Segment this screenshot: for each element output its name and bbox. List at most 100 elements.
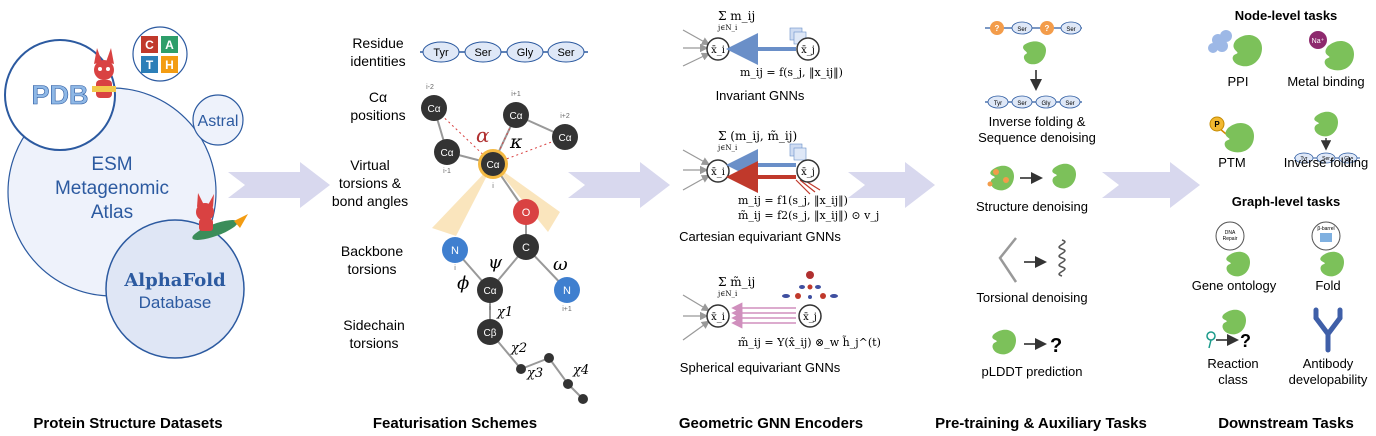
title-pretraining: Pre-training & Auxiliary Tasks (935, 415, 1147, 432)
feat-label-backbone-torsions: torsions (347, 261, 396, 277)
metal-binding-label: Metal binding (1287, 74, 1364, 89)
carbon-atom: C (513, 234, 539, 260)
spherical-sum-sub: j∈N_i (717, 290, 738, 298)
gene-ontology-label: Gene ontology (1192, 278, 1277, 293)
feat-label-virtual: Virtual (350, 157, 389, 173)
title-downstream: Downstream Tasks (1218, 415, 1354, 432)
pdb-mascot-icon (92, 48, 116, 98)
cath-a-box (161, 36, 178, 53)
alphafold-label-2: Database (139, 293, 212, 312)
flow-arrow-1 (228, 162, 330, 208)
invariant-label: Invariant GNNs (716, 88, 805, 103)
svg-text:Tyr: Tyr (994, 101, 1002, 107)
invariant-xi: x̄_i (711, 45, 725, 56)
task-structure-denoising: Structure denoising (976, 199, 1088, 214)
antibody-icon (1313, 307, 1343, 353)
invariant-gnn-panel: Σ m_ij j∈N_i x̄_i x̄_j m_ij = f(s_j, ‖x_… (682, 9, 843, 103)
reaction-class-label-2: class (1218, 372, 1248, 387)
bottom-chain-ser-2 (1059, 95, 1081, 109)
nitrogen-i-atom: N i (442, 237, 468, 272)
task-plddt: pLDDT prediction (982, 364, 1083, 379)
section-titles: Protein Structure Datasets Featurisation… (33, 415, 1353, 432)
astral-circle (192, 94, 244, 146)
svg-text:Ser: Ser (1065, 101, 1074, 107)
cartesian-sum-sub: j∈N_i (717, 144, 738, 152)
task-sequence-denoising: Sequence denoising (978, 130, 1096, 145)
alphafold-circle (105, 219, 245, 359)
chi1-angle: χ1 (496, 305, 513, 320)
chi2-angle: χ2 (510, 341, 527, 356)
svg-text:O: O (522, 207, 531, 219)
svg-text:Repair: Repair (1223, 236, 1238, 242)
ppi-icon (1208, 30, 1262, 67)
svg-text:i: i (454, 265, 456, 272)
svg-text:Ser: Ser (1066, 27, 1075, 33)
pdb-circle (4, 39, 116, 151)
svg-text:Gly: Gly (1042, 101, 1051, 107)
bottom-chain-ser-1 (1011, 95, 1033, 109)
fold-label: Fold (1315, 278, 1340, 293)
flow-arrows (228, 162, 1200, 208)
noisy-protein-blob (990, 165, 1014, 191)
cartesian-gnn-panel: Σ (m_ij, m̃_ij) j∈N_i x̄_i x̄_j m_ij = f… (679, 129, 879, 244)
svg-text:?: ? (995, 24, 1000, 33)
kappa-angle: κ (509, 131, 523, 153)
helix-backbone-icon (1058, 239, 1066, 277)
svg-text:i: i (492, 183, 494, 190)
cath-h-box (161, 56, 178, 73)
spherical-xi: x̄_i (711, 312, 725, 323)
bottom-chain-gly (1035, 95, 1057, 109)
metal-binding-icon: Na⁺ (1309, 31, 1354, 71)
title-featurisation: Featurisation Schemes (373, 415, 537, 432)
svg-text:Tyr: Tyr (1301, 156, 1308, 162)
svg-text:N: N (451, 245, 459, 257)
reaction-question: ? (1240, 331, 1251, 351)
feat-label-positions: positions (350, 107, 405, 123)
feat-label-bond-angles: bond angles (332, 193, 408, 209)
inverse-folding-icon: Tyr Ser Gly (1294, 111, 1360, 164)
omega-angle: ω (553, 254, 568, 275)
flow-arrow-2 (568, 162, 670, 208)
downstream-section: Node-level tasks PPI Na⁺ Metal binding P… (1192, 8, 1369, 387)
svg-text:Ser: Ser (1322, 156, 1330, 162)
ca-ip2-atom: Cα i+2 (552, 113, 578, 150)
torsion-cone-left (432, 164, 493, 236)
phi-angle: ϕ (457, 273, 469, 294)
feat-label-sidechain-torsions: torsions (349, 335, 398, 351)
svg-text:Cα: Cα (440, 148, 453, 159)
cartesian-xi: x̄_i (711, 167, 725, 178)
flow-arrow-3 (848, 162, 935, 208)
datasets-section: ESM Metagenomic Atlas PDB C A T H Astral (4, 26, 248, 359)
cath-t: T (146, 58, 154, 72)
svg-text:Cα: Cα (558, 133, 571, 144)
psi-angle: ψ (488, 252, 503, 273)
node-level-title: Node-level tasks (1235, 8, 1338, 23)
gene-ontology-icon: DNA Repair (1215, 221, 1250, 277)
invariant-eq: m_ij = f(s_j, ‖x_ij‖) (740, 66, 843, 80)
residue-gly: Gly (517, 47, 534, 59)
svg-text:P: P (1214, 120, 1220, 129)
title-datasets: Protein Structure Datasets (33, 415, 222, 432)
svg-text:i-1: i-1 (443, 168, 451, 175)
ca-ip1-atom: Cα i+1 (503, 91, 529, 128)
antibody-label-1: Antibody (1303, 356, 1354, 371)
feat-label-identities: identities (350, 53, 405, 69)
nitrogen-ip1-atom: N i+1 (554, 277, 580, 313)
spherical-gnn-panel: Σ m̃_ij j∈N_i x̄_i x̄_j (680, 271, 881, 375)
svg-text:Na⁺: Na⁺ (1312, 38, 1325, 45)
cartesian-eq1: m_ij = f1(s_j, ‖x_ij‖) (738, 194, 848, 208)
alphafold-label-1: AlphaFold (123, 270, 226, 291)
alpha-angle: α (476, 123, 490, 147)
protein-blob-top (1023, 41, 1046, 65)
svg-text:?: ? (1045, 24, 1050, 33)
cath-c-box (141, 36, 158, 53)
svg-text:β-barrel: β-barrel (1317, 226, 1334, 232)
svg-text:Cα: Cα (427, 104, 440, 115)
spherical-xj: x̄_j (803, 312, 817, 323)
spherical-eq: m̃_ij = Y(x̂_ij) ⊗_w h̃_j^(t) (738, 336, 881, 349)
feat-label-ca: Cα (369, 89, 387, 105)
residue-chain: Tyr Ser Gly Ser (422, 41, 585, 63)
plddt-question: ? (1050, 335, 1062, 357)
feat-label-residue: Residue (352, 35, 404, 51)
cath-a: A (165, 38, 174, 52)
